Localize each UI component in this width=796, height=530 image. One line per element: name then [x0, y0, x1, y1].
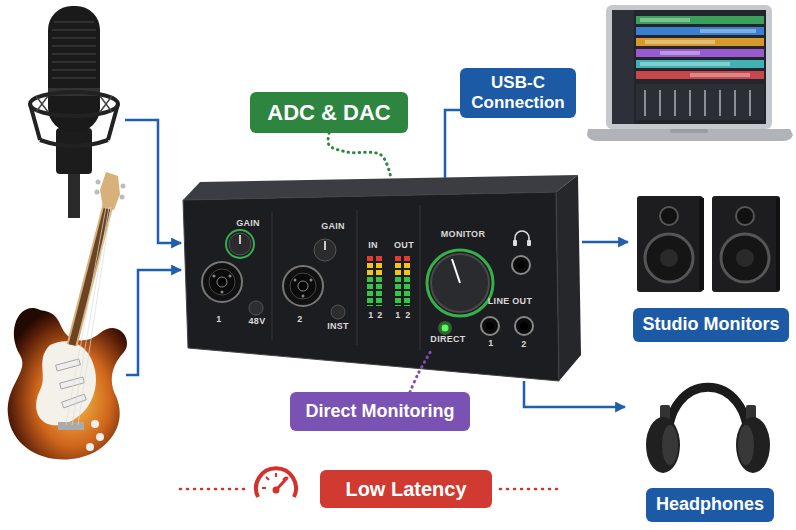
- headphones-illustration: [646, 387, 770, 473]
- panel-label: 1: [368, 311, 373, 320]
- audio-interface: GAIN148VGAIN2INSTINOUT1212MONITORDIRECTL…: [180, 172, 582, 381]
- laptop-illustration: [587, 5, 793, 141]
- feature-callout: USB-C Connection: [460, 68, 576, 118]
- panel-label: INST: [327, 322, 349, 331]
- device-label: Studio Monitors: [633, 308, 790, 342]
- panel-label: GAIN: [321, 222, 345, 231]
- callout-text: Low Latency: [345, 478, 466, 501]
- panel-label: 1: [488, 339, 493, 348]
- callout-text: Direct Monitoring: [306, 401, 455, 422]
- device-label: Headphones: [646, 488, 774, 522]
- feature-callout: Direct Monitoring: [290, 392, 470, 431]
- panel-label: DIRECT: [430, 335, 465, 344]
- panel-label: 1: [216, 315, 221, 324]
- panel-label: 2: [405, 311, 410, 320]
- feature-callout: Low Latency: [320, 470, 492, 508]
- panel-label: 48V: [249, 317, 266, 326]
- connector: [410, 349, 432, 393]
- device-group: Headphones: [625, 355, 795, 522]
- connector: [445, 110, 460, 178]
- panel-label: 2: [377, 311, 382, 320]
- guitar-illustration: [8, 172, 127, 460]
- panel-label: MONITOR: [441, 230, 485, 239]
- callout-text: USB-C Connection: [470, 73, 566, 112]
- panel-label: OUT: [394, 241, 414, 250]
- panel-label: IN: [368, 241, 378, 250]
- connector: [328, 133, 391, 178]
- panel-label: GAIN: [236, 219, 260, 228]
- speakers-illustration: [637, 196, 780, 292]
- panel-label: 2: [521, 340, 526, 349]
- audio-interface-housing: [183, 175, 581, 381]
- feature-callout: ADC & DAC: [250, 92, 408, 133]
- callout-text: ADC & DAC: [267, 100, 390, 125]
- device-group: Studio Monitors: [628, 188, 794, 342]
- connector: [582, 241, 628, 244]
- connector: [524, 381, 625, 407]
- panel-label: 2: [297, 315, 302, 324]
- panel-label: LINE OUT: [488, 297, 532, 306]
- panel-label: 1: [395, 311, 400, 320]
- input-wires: [125, 120, 181, 375]
